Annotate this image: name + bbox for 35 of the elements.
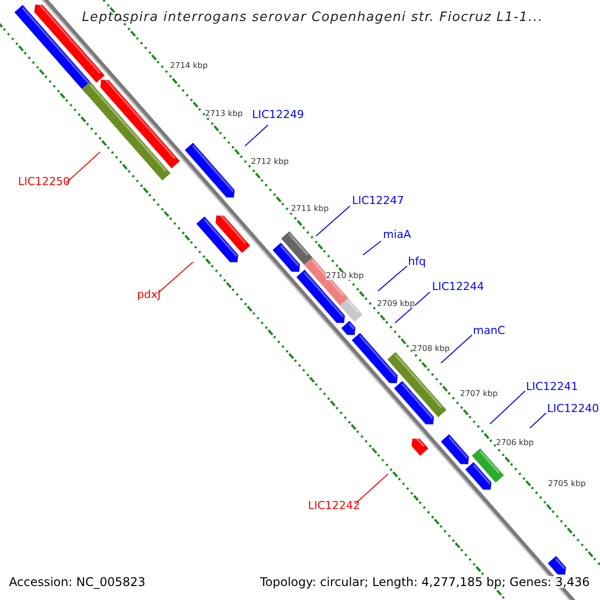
tick-label: 2713 kbp (205, 110, 243, 118)
gene-label: LIC12244 (432, 281, 484, 292)
leader-line (158, 262, 194, 294)
tick-label: 2709 kbp (377, 300, 415, 308)
gene-label: LIC12241 (526, 381, 578, 392)
gene-label: LIC12240 (547, 403, 600, 414)
leader-line (378, 266, 408, 292)
gene-label: LIC12242 (308, 500, 360, 511)
tick-label: 2706 kbp (496, 439, 534, 447)
tick-label: 2707 kbp (460, 390, 498, 398)
leader-line (354, 474, 388, 504)
leader-line (440, 334, 472, 364)
tick-label: 2712 kbp (251, 158, 289, 166)
leader-line (530, 412, 546, 428)
leader-line (244, 124, 268, 146)
leader-line (362, 240, 382, 256)
gene-label: pdxJ (137, 289, 161, 300)
tick-label: 2714 kbp (170, 62, 208, 70)
gene-label: LIC12247 (352, 195, 404, 206)
gene-label: miaA (383, 229, 412, 240)
title: Leptospira interrogans serovar Copenhageni str. Fiocruz L1-1... (82, 11, 544, 24)
tick-label: 2711 kbp (291, 205, 329, 213)
gene-label: manC (473, 325, 506, 336)
leader-line (490, 390, 526, 424)
leader-line (66, 152, 100, 184)
info-text: Accession: NC_005823 (9, 576, 146, 588)
gene-label: LIC12249 (252, 109, 304, 120)
leader-line (316, 206, 350, 236)
leader-line (394, 292, 430, 324)
gene-label: LIC12250 (18, 176, 70, 187)
tick-label: 2710 kbp (326, 272, 364, 280)
tick-label: 2708 kbp (412, 345, 450, 353)
tick-label: 2705 kbp (548, 480, 586, 488)
info-text: Topology: circular; Length: 4,277,185 bp; Genes: 3,436 (260, 576, 590, 588)
gene-label: hfq (408, 256, 426, 267)
